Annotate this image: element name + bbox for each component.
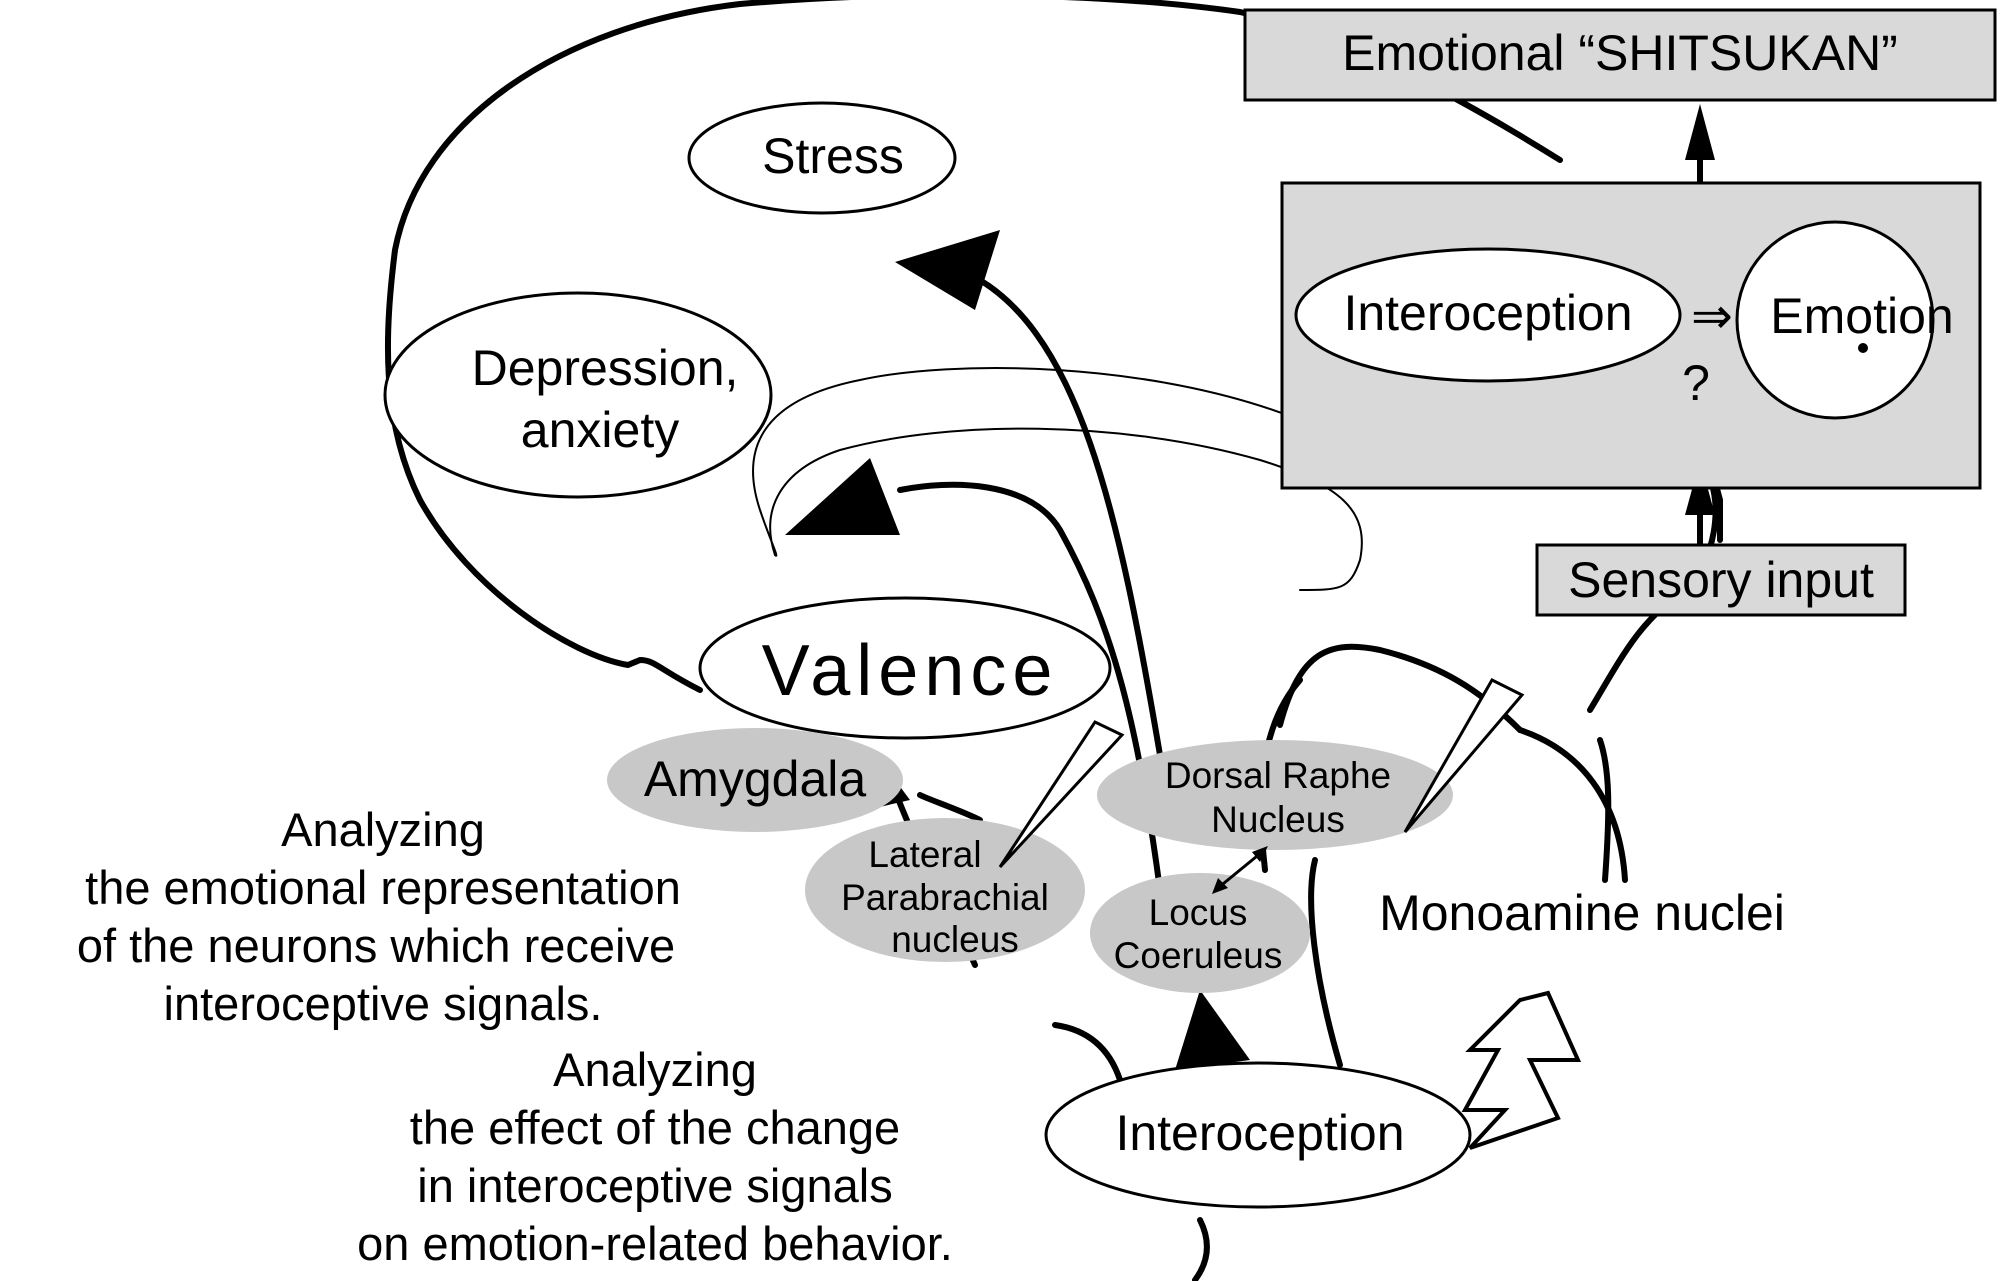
probe-triangle-right	[1403, 678, 1525, 833]
lightning-icon	[1461, 990, 1582, 1150]
interoception-bottom-ellipse	[1044, 1061, 1472, 1209]
dorsal-raphe-ellipse	[1097, 740, 1453, 850]
depression-ellipse	[383, 291, 773, 499]
locus-coeruleus-line1: Locus	[1149, 892, 1248, 933]
stress-ellipse	[687, 101, 957, 215]
shitsukan-box: Emotional “SHITSUKAN”	[1243, 8, 1997, 102]
shitsukan-arrowhead	[1685, 104, 1715, 160]
lateral-parabrachial-line3: nucleus	[891, 919, 1019, 960]
caption2-line1: Analyzing	[553, 1043, 757, 1096]
lateral-parabrachial-ellipse	[805, 818, 1085, 962]
dorsal-raphe-line1: Dorsal Raphe	[1165, 755, 1391, 796]
lateral-parabrachial-line1: Lateral	[868, 834, 981, 875]
dorsal-raphe-line2: Nucleus	[1211, 799, 1345, 840]
valence-ellipse	[698, 596, 1112, 740]
sensory-input-box: Sensory input	[1535, 543, 1907, 617]
caption2-line4: on emotion-related behavior.	[357, 1217, 953, 1270]
inner-interoception-label: Interoception	[1343, 285, 1632, 341]
depression-label-line1: Depression,	[472, 340, 739, 396]
raphe-locus-double-arrow	[1212, 846, 1268, 894]
shitsukan-label: Emotional “SHITSUKAN”	[1342, 25, 1898, 81]
caption-behavior-effect: Analyzing the effect of the change in in…	[357, 1043, 953, 1270]
amygdala-label: Amygdala	[644, 751, 867, 807]
valence-label: Valence	[762, 631, 1059, 711]
emotion-dot	[1858, 343, 1868, 353]
interoception-bottom-label: Interoception	[1115, 1105, 1404, 1161]
probe-triangle-left	[998, 720, 1125, 869]
emotion-label: Emotion	[1770, 288, 1953, 344]
depression-arrowhead	[785, 458, 900, 535]
question-mark: ?	[1682, 355, 1710, 411]
depression-label-line2: anxiety	[521, 402, 679, 458]
caption-emotional-representation: Analyzing the emotional representation o…	[77, 803, 681, 1030]
locus-coeruleus-line2: Coeruleus	[1114, 935, 1283, 976]
locus-arrowhead	[1175, 990, 1250, 1070]
stress-arrowhead	[895, 230, 1000, 310]
lateral-parabrachial-line2: Parabrachial	[841, 877, 1049, 918]
caption1-line3: of the neurons which receive	[77, 919, 675, 972]
sensory-input-label: Sensory input	[1568, 552, 1874, 608]
caption2-line3: in interoceptive signals	[417, 1159, 893, 1212]
stress-label: Stress	[762, 128, 904, 184]
locus-coeruleus-ellipse	[1090, 873, 1310, 993]
caption1-line4: interoceptive signals.	[164, 977, 603, 1030]
corpus-outline	[752, 367, 1363, 591]
emotion-circle	[1735, 220, 1935, 420]
implies-symbol: ⇒	[1691, 288, 1733, 344]
interoception-emotion-box: Interoception ⇒ ? Emotion	[1280, 181, 1982, 490]
inner-interoception-ellipse	[1294, 247, 1682, 383]
caption1-line2: the emotional representation	[85, 861, 681, 914]
amygdala-ellipse	[607, 728, 903, 832]
caption2-line2: the effect of the change	[410, 1101, 900, 1154]
caption1-line1: Analyzing	[281, 803, 485, 856]
monoamine-label: Monoamine nuclei	[1379, 885, 1785, 941]
